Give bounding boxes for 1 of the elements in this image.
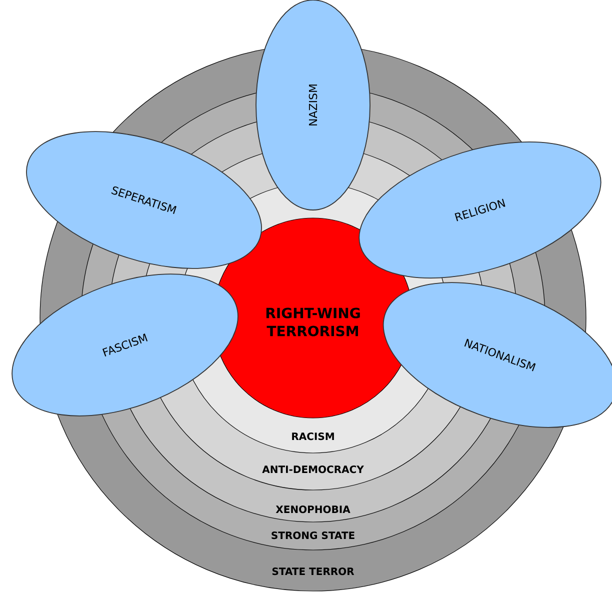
ellipse-petal: NAZISM xyxy=(256,0,370,210)
